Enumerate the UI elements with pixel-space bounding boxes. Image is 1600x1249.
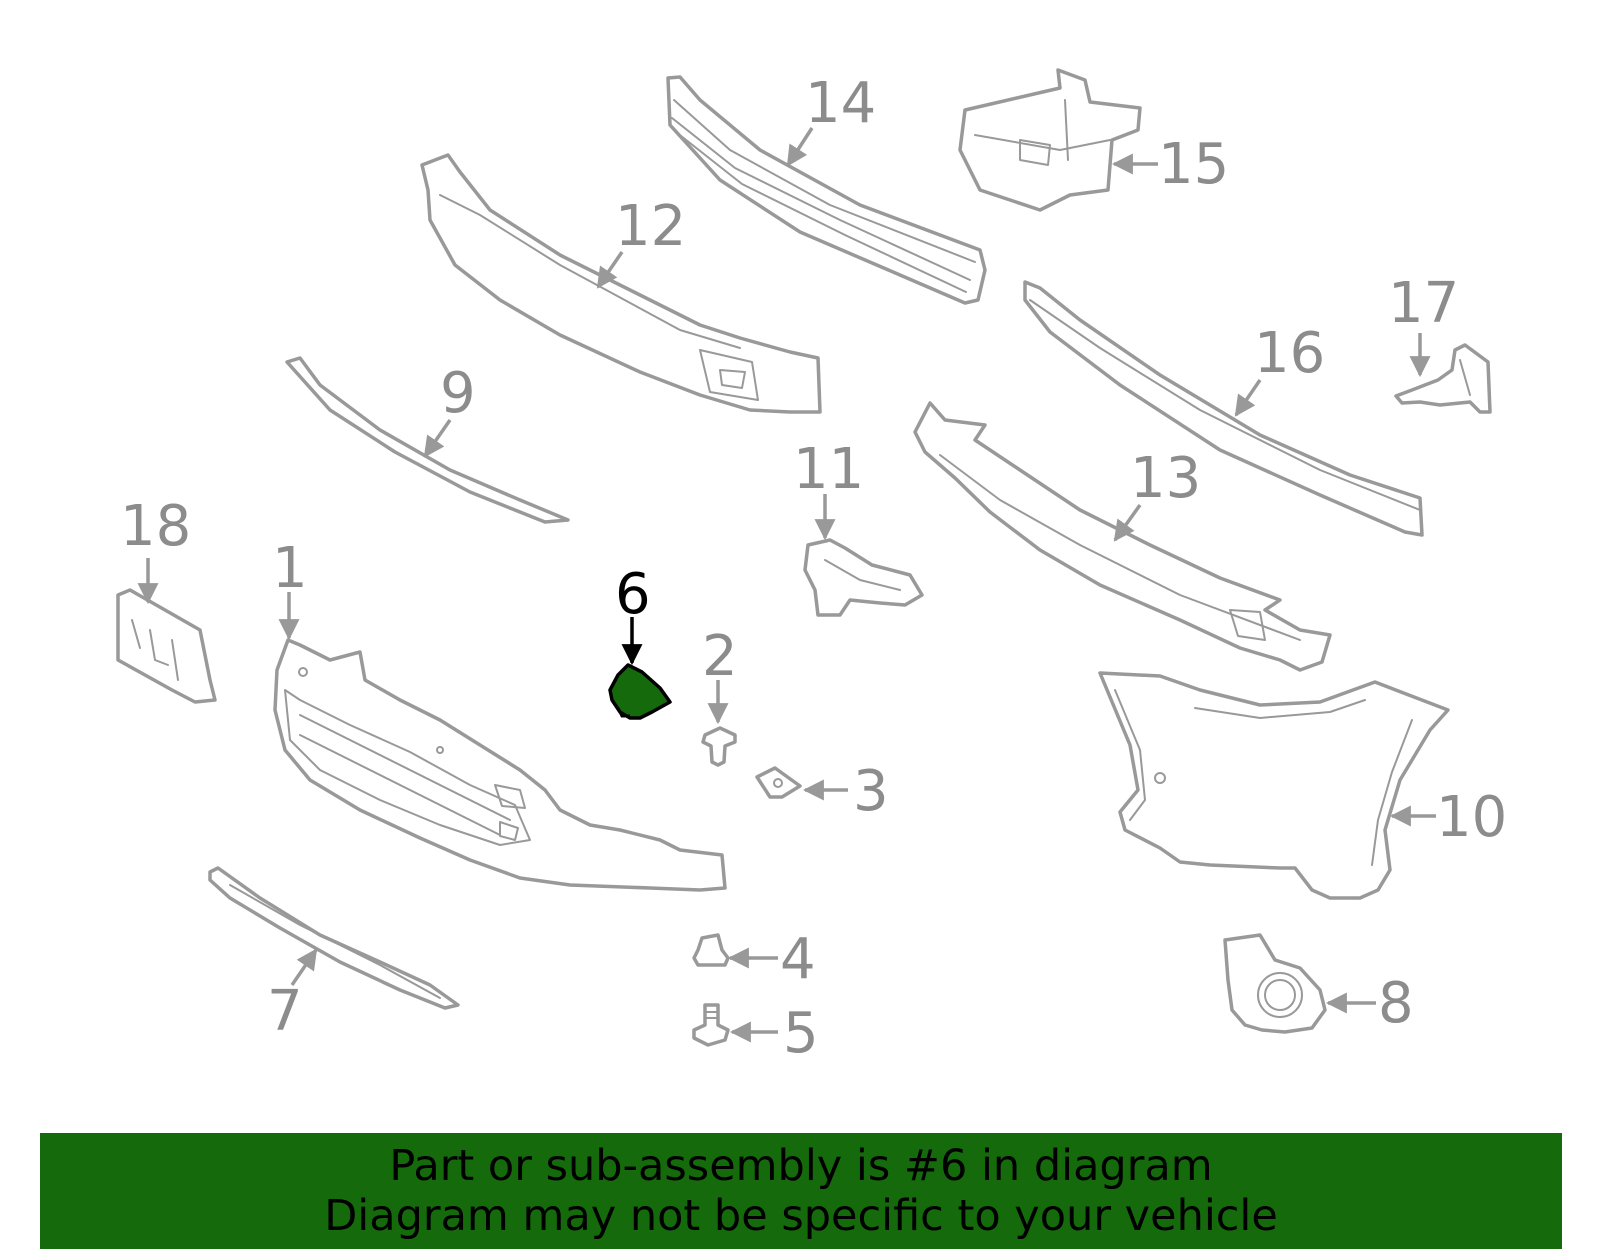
part-12-energy-absorber (420, 153, 822, 414)
callout-14: 14 (805, 71, 876, 136)
callout-2: 2 (702, 624, 738, 689)
leader-9 (423, 419, 452, 458)
callout-13: 13 (1130, 446, 1201, 511)
callout-5: 5 (783, 1001, 819, 1066)
leader-lines (137, 127, 1436, 1043)
part-10-side-cover (1098, 671, 1450, 900)
part-14-upper-reinforcement (666, 75, 987, 305)
part-4-retainer (692, 933, 730, 967)
part-17-bracket (1394, 343, 1492, 414)
callout-1: 1 (272, 536, 308, 601)
info-banner: Part or sub-assembly is #6 in diagram Di… (40, 1133, 1562, 1249)
callout-8: 8 (1378, 971, 1414, 1036)
part-6-highlighted (608, 663, 672, 720)
callout-numbers: 1 2 3 4 5 6 7 8 9 10 11 12 13 14 15 16 1… (120, 71, 1507, 1066)
part-5-bolt (692, 1003, 730, 1047)
callout-4: 4 (780, 927, 816, 992)
callout-11: 11 (793, 437, 864, 502)
leader-13 (1113, 503, 1142, 542)
leader-12 (596, 251, 624, 289)
callout-12: 12 (615, 194, 686, 259)
part-3-nut-clip (755, 766, 802, 799)
callout-10: 10 (1436, 785, 1507, 850)
banner-line-2: Diagram may not be specific to your vehi… (324, 1191, 1278, 1241)
part-18-license-bracket (116, 588, 217, 704)
part-11-bracket (803, 538, 924, 617)
part-16-lower-reinforcement (1023, 280, 1424, 537)
part-15-bracket (958, 68, 1142, 212)
banner-line-1: Part or sub-assembly is #6 in diagram (389, 1141, 1213, 1191)
part-8-fog-bezel (1223, 933, 1327, 1034)
callout-18: 18 (120, 494, 191, 559)
leader-16 (1234, 379, 1262, 417)
part-13-absorber (913, 401, 1332, 672)
callout-6: 6 (615, 562, 651, 627)
leader-7 (290, 948, 318, 986)
part-9-molding (285, 356, 570, 524)
part-1-bumper-cover (273, 638, 727, 892)
callout-3: 3 (853, 759, 889, 824)
part-7-lower-strip (208, 866, 460, 1010)
callout-7: 7 (267, 979, 303, 1044)
parts-diagram: 1 2 3 4 5 6 7 8 9 10 11 12 13 14 15 16 1… (116, 68, 1507, 1066)
callout-16: 16 (1254, 321, 1325, 386)
part-2-clip (701, 726, 737, 767)
leader-14 (786, 127, 814, 167)
callout-17: 17 (1388, 271, 1459, 336)
callout-9: 9 (440, 361, 476, 426)
callout-15: 15 (1158, 132, 1229, 197)
